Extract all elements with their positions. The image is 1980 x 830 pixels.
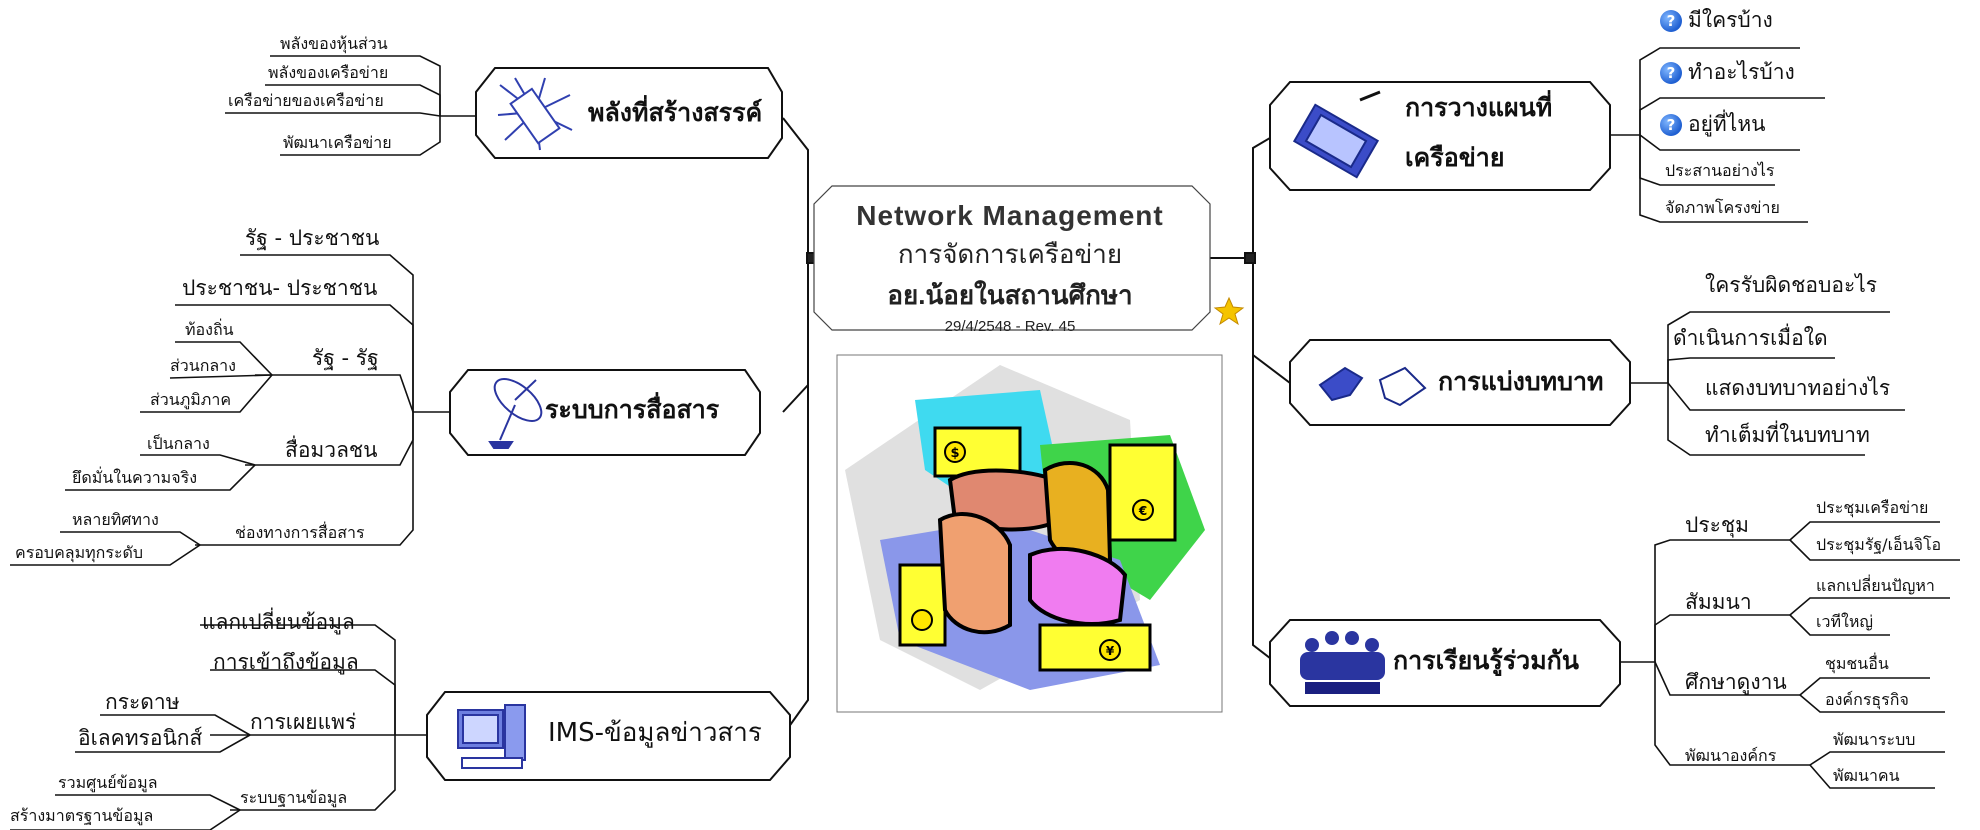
ims-standard: สร้างมาตรฐานข้อมูล bbox=[10, 806, 154, 825]
comm-central: ส่วนกลาง bbox=[170, 356, 236, 375]
comm-local: ท้องถิ่น bbox=[185, 320, 234, 339]
ims-paper: กระดาษ bbox=[105, 690, 180, 714]
creative-item-2: พลังของเครือข่าย bbox=[268, 63, 389, 82]
question-icon: ? bbox=[1660, 62, 1682, 84]
central-subtitle-th: อย.น้อยในสถานศึกษา bbox=[887, 280, 1133, 310]
plan-node-title-2: เครือข่าย bbox=[1405, 143, 1505, 172]
learn-business: องค์กรธุรกิจ bbox=[1825, 690, 1909, 709]
plan-q1: ?มีใครบ้าง bbox=[1660, 10, 1773, 32]
people-group-icon bbox=[1300, 631, 1385, 694]
creative-branch-lines bbox=[225, 55, 475, 156]
creative-item-1: พลังของหุ้นส่วน bbox=[280, 34, 388, 53]
learn-share-problems: แลกเปลี่ยนปัญหา bbox=[1816, 576, 1935, 595]
plan-coord: ประสานอย่างไร bbox=[1665, 161, 1775, 180]
roles-node-box bbox=[1289, 339, 1631, 426]
roles-item-2: ดำเนินการเมื่อใด bbox=[1673, 326, 1828, 350]
learn-meeting-net: ประชุมเครือข่าย bbox=[1816, 498, 1929, 517]
question-icon: ? bbox=[1660, 114, 1682, 136]
comm-all-levels: ครอบคลุมทุกระดับ bbox=[15, 543, 144, 562]
comm-regional: ส่วนภูมิภาค bbox=[150, 390, 232, 409]
learn-meeting: ประชุม bbox=[1685, 513, 1749, 537]
comm-neutral: เป็นกลาง bbox=[147, 434, 210, 453]
learn-node-title: การเรียนรู้ร่วมกัน bbox=[1393, 646, 1579, 675]
central-version: 29/4/2548 - Rev. 45 bbox=[944, 318, 1076, 335]
comm-mass-media: สื่อมวลชน bbox=[285, 438, 378, 462]
fireworks-icon bbox=[497, 77, 573, 151]
central-title-th: การจัดการเครือข่าย bbox=[897, 239, 1123, 269]
roles-item-4: ทำเต็มที่ในบทบาท bbox=[1705, 423, 1870, 447]
roles-branch-lines bbox=[1625, 311, 1905, 456]
learn-people-dev: พัฒนาคน bbox=[1833, 766, 1900, 785]
ims-node-title: IMS-ข้อมูลข่าวสาร bbox=[548, 718, 762, 748]
svg-text:€: € bbox=[1138, 504, 1147, 518]
creative-item-3: เครือข่ายของเครือข่าย bbox=[228, 91, 384, 110]
main-connectors bbox=[782, 117, 1291, 736]
star-icon bbox=[1213, 296, 1245, 326]
learn-seminar: สัมมนา bbox=[1685, 590, 1752, 614]
roles-item-3: แสดงบทบาทอย่างไร bbox=[1705, 376, 1891, 400]
plan-branch-lines bbox=[1605, 47, 1825, 223]
learn-sys-dev: พัฒนาระบบ bbox=[1833, 730, 1916, 749]
learn-meeting-ngo: ประชุมรัฐ/เอ็นจิโอ bbox=[1816, 535, 1942, 554]
comm-state-state: รัฐ - รัฐ bbox=[312, 346, 379, 370]
roles-node-title: การแบ่งบทบาท bbox=[1438, 367, 1604, 396]
learn-other-comm: ชุมชนอื่น bbox=[1825, 654, 1889, 673]
tablet-pen-icon bbox=[1292, 90, 1381, 179]
ims-electronic: อิเลคทรอนิกส์ bbox=[78, 726, 203, 750]
plan-layout: จัดภาพโครงข่าย bbox=[1665, 198, 1780, 217]
teamwork-hands-illustration: $ € ¥ bbox=[845, 365, 1205, 690]
learn-big-stage: เวทีใหญ่ bbox=[1816, 612, 1873, 631]
central-topic: Network Management การจัดการเครือข่าย อย… bbox=[815, 200, 1205, 335]
comm-people-people: ประชาชน- ประชาชน bbox=[182, 276, 378, 300]
computer-icon bbox=[457, 704, 526, 769]
plan-node-title-1: การวางแผนที่ bbox=[1405, 93, 1553, 122]
central-title-en: Network Management bbox=[856, 200, 1164, 231]
comm-various: หลายทิศทาง bbox=[72, 510, 159, 529]
comm-state-people: รัฐ - ประชาชน bbox=[245, 226, 380, 250]
svg-text:¥: ¥ bbox=[1106, 644, 1115, 658]
creative-item-4: พัฒนาเครือข่าย bbox=[283, 133, 392, 152]
question-icon: ? bbox=[1660, 10, 1682, 32]
comm-truth: ยึดมั่นในความจริง bbox=[72, 468, 197, 487]
ims-access: การเข้าถึงข้อมูล bbox=[213, 650, 359, 674]
ims-publish: การเผยแพร่ bbox=[250, 710, 357, 734]
ims-center: รวมศูนย์ข้อมูล bbox=[58, 773, 158, 792]
learn-study-visit: ศึกษาดูงาน bbox=[1685, 670, 1787, 694]
learn-branch-lines bbox=[1620, 521, 1960, 789]
ims-exchange: แลกเปลี่ยนข้อมูล bbox=[202, 610, 355, 634]
plan-q3: ?อยู่ที่ไหน bbox=[1660, 114, 1766, 136]
roles-item-1: ใครรับผิดชอบอะไร bbox=[1705, 273, 1878, 297]
ims-branch-lines bbox=[10, 624, 427, 830]
creative-node-title: พลังที่สร้างสรรค์ bbox=[588, 98, 763, 127]
comm-branch-lines bbox=[10, 254, 450, 566]
ims-database: ระบบฐานข้อมูล bbox=[240, 788, 348, 807]
comm-node-title: ระบบการสื่อสาร bbox=[545, 395, 720, 424]
svg-text:$: $ bbox=[950, 446, 959, 461]
comm-channels: ช่องทางการสื่อสาร bbox=[235, 523, 365, 542]
plan-q2: ?ทำอะไรบ้าง bbox=[1660, 62, 1795, 84]
learn-org-dev: พัฒนาองค์กร bbox=[1685, 746, 1777, 765]
creative-node-box bbox=[475, 67, 783, 159]
satellite-dish-icon bbox=[488, 378, 543, 449]
central-topic-box bbox=[813, 185, 1211, 331]
handshake-icon bbox=[1318, 366, 1427, 407]
